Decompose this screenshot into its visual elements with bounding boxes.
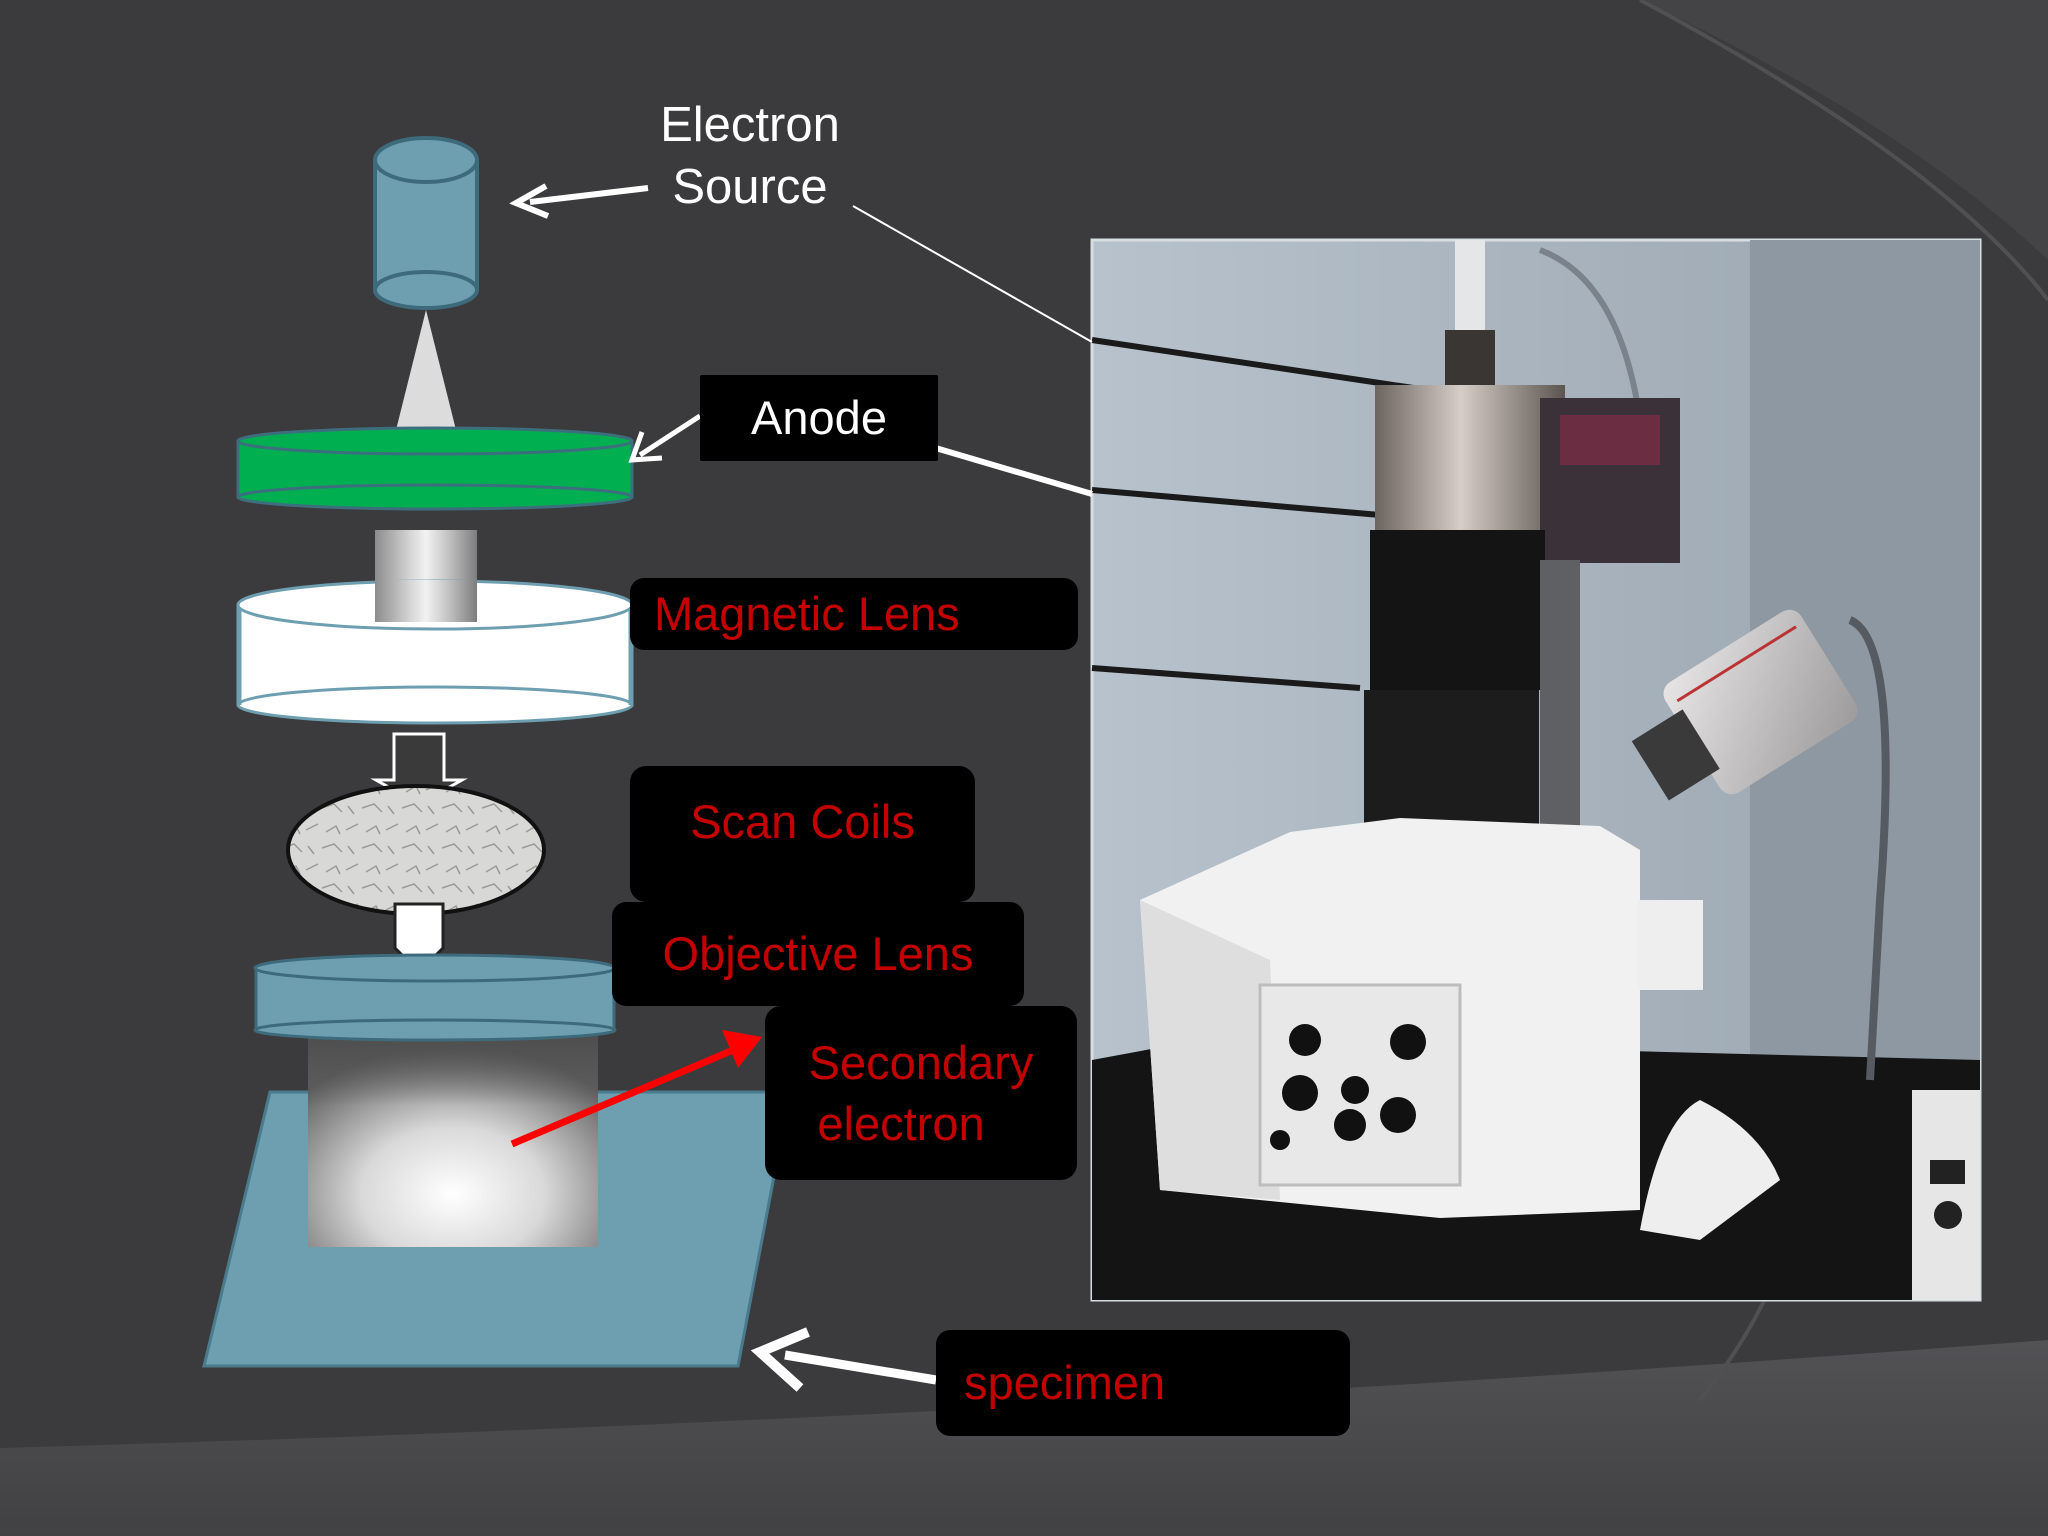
objective-lens-label: Objective Lens: [612, 902, 1024, 1006]
interaction-volume: [308, 1035, 598, 1247]
anode-label-text: Anode: [751, 391, 887, 445]
secondary-electron-label-line2: electron: [817, 1097, 985, 1150]
specimen-arrow: [750, 1327, 937, 1392]
scan-coils-ellipse: [286, 784, 546, 916]
magnetic-lens-disk: [236, 579, 634, 725]
scan-coils-label-text: Scan Coils: [690, 795, 915, 849]
electron-source-arrow: [509, 183, 649, 219]
electron-source-label-line1: Electron: [660, 98, 840, 152]
scan-coils-label: Scan Coils: [630, 766, 975, 902]
specimen-label: specimen: [936, 1330, 1350, 1436]
anode-label: Anode: [700, 375, 938, 461]
electron-source-label: Electron Source: [630, 94, 870, 218]
specimen-label-text: specimen: [964, 1356, 1166, 1410]
secondary-electron-label-line1: Secondary: [808, 1035, 1034, 1089]
sem-microscope-photo: [1090, 238, 1982, 1302]
leader-lines: [852, 205, 1093, 497]
secondary-electron-arrow: [510, 1030, 762, 1148]
electron-beam-cone: [396, 310, 456, 430]
electron-source-label-line2: Source: [672, 160, 828, 214]
magnetic-lens-label-text: Magnetic Lens: [654, 587, 960, 641]
objective-lens-label-text: Objective Lens: [662, 927, 974, 981]
anode-disk: [236, 426, 634, 511]
electron-source: [373, 136, 479, 310]
magnetic-lens-label: Magnetic Lens: [630, 578, 1078, 650]
objective-lens-disk: [253, 953, 617, 1042]
secondary-electron-label: Secondary electron: [765, 1006, 1077, 1180]
anode-arrow: [628, 413, 702, 463]
